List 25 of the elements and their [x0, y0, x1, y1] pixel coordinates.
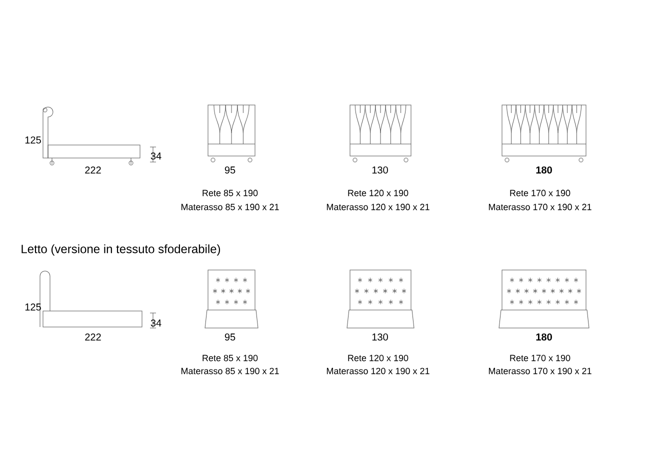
size-label: 130	[372, 166, 388, 174]
dimension-label: 222	[85, 334, 101, 340]
dimension-label: 125	[25, 303, 41, 311]
spec-text: Materasso 85 x 190 x 21	[181, 204, 279, 210]
spec-text: Rete 170 x 190	[510, 190, 570, 196]
spec-text: Materasso 120 x 190 x 21	[326, 204, 430, 210]
size-label: 95	[224, 166, 236, 174]
size-label: 95	[224, 333, 236, 341]
dimension-label: 34	[150, 319, 162, 327]
dimension-label: 34	[150, 152, 162, 160]
spec-text: Rete 170 x 190	[510, 354, 570, 362]
spec-text: Rete 85 x 190	[202, 354, 258, 362]
size-label: 180	[536, 333, 552, 341]
size-label: 180	[536, 166, 552, 174]
spec-text: Materasso 170 x 190 x 21	[488, 204, 592, 210]
dimension-label: 125	[25, 136, 41, 144]
section-heading: Letto (versione in tessuto sfoderabile)	[22, 244, 220, 256]
spec-text: Materasso 85 x 190 x 21	[181, 368, 279, 374]
spec-text: Materasso 120 x 190 x 21	[326, 368, 430, 374]
spec-text: Materasso 170 x 190 x 21	[488, 368, 592, 374]
dimension-label: 222	[85, 166, 101, 174]
size-label: 130	[372, 333, 388, 341]
spec-text: Rete 120 x 190	[348, 190, 408, 196]
spec-text: Rete 85 x 190	[202, 190, 258, 196]
spec-text: Rete 120 x 190	[348, 354, 408, 362]
